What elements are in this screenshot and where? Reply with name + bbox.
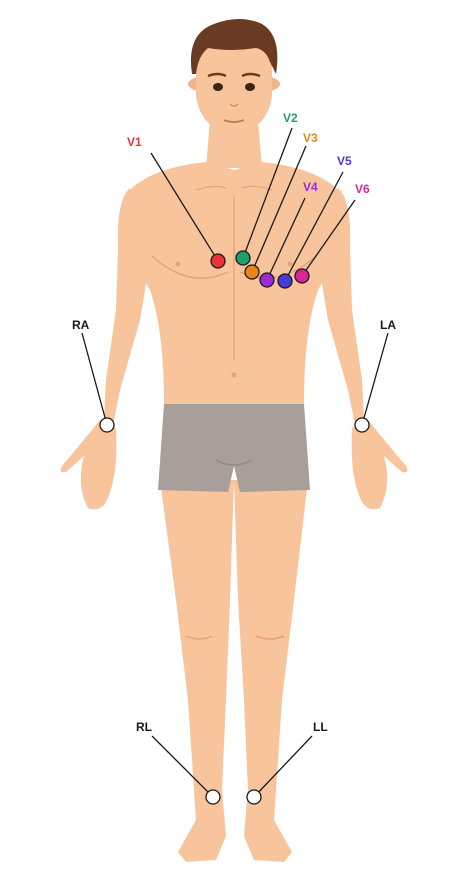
electrode-ra [99, 417, 115, 433]
label-ra: RA [72, 318, 90, 332]
label-v5: V5 [337, 154, 352, 168]
electrode-v4 [259, 272, 275, 288]
left-leg [234, 480, 308, 862]
leader-line-ll [253, 735, 313, 798]
leader-line-ra [81, 332, 108, 426]
leader-lines [81, 127, 389, 798]
electrode-v1 [210, 253, 226, 269]
electrode-v5 [277, 273, 293, 289]
electrode-v2 [235, 250, 251, 266]
face [196, 26, 272, 136]
electrode-v6 [294, 268, 310, 284]
shorts [158, 404, 310, 492]
leader-line-rl [151, 735, 214, 798]
electrode-rl [205, 789, 221, 805]
leader-line-v1 [150, 152, 219, 262]
right-hand [60, 420, 117, 510]
electrode-la [354, 417, 370, 433]
label-v1: V1 [127, 135, 142, 149]
label-v2: V2 [283, 111, 298, 125]
electrode-ll [246, 789, 262, 805]
label-v3: V3 [303, 131, 318, 145]
neck [206, 120, 262, 168]
leader-line-v2 [242, 127, 293, 259]
label-v4: V4 [303, 180, 318, 194]
label-ll: LL [313, 720, 328, 734]
leader-line-v3 [251, 145, 307, 273]
label-rl: RL [136, 720, 152, 734]
right-leg [160, 480, 234, 862]
leader-line-v4 [266, 197, 306, 281]
label-v6: V6 [355, 182, 370, 196]
label-la: LA [380, 318, 396, 332]
leader-line-la [361, 332, 389, 426]
leader-line-v5 [284, 171, 344, 282]
left-hand [351, 420, 408, 510]
hair [190, 19, 278, 74]
electrode-v3 [244, 264, 260, 280]
leader-line-v6 [301, 199, 356, 277]
